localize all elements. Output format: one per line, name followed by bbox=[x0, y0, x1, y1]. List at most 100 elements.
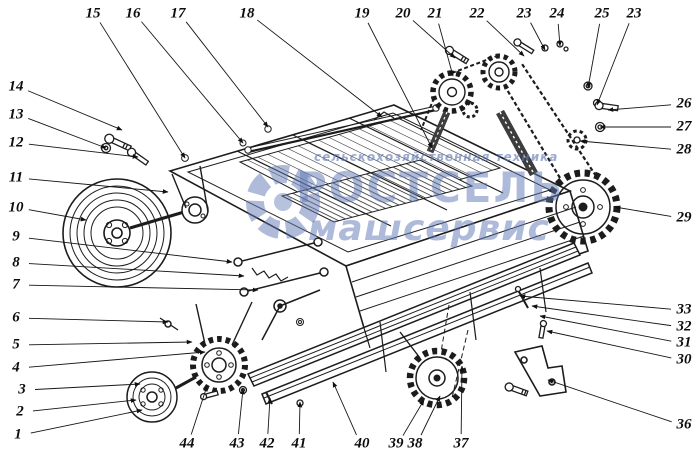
callout-label-23-11: 23 bbox=[626, 5, 642, 22]
callout-label-8-18: 8 bbox=[12, 254, 20, 271]
leader-line-33-30 bbox=[519, 294, 672, 310]
callout-label-14-12: 14 bbox=[8, 78, 24, 95]
callout-label-4-22: 4 bbox=[12, 359, 20, 376]
leader-line-40-39 bbox=[332, 381, 357, 436]
callout-label-31-32: 31 bbox=[676, 334, 692, 351]
callout-label-38-41: 38 bbox=[407, 435, 423, 452]
control-rod bbox=[181, 104, 440, 162]
leader-line-1-25 bbox=[30, 408, 143, 434]
callout-label-21-6: 21 bbox=[427, 5, 443, 22]
callout-label-17-2: 17 bbox=[170, 5, 186, 22]
callout-label-1-25: 1 bbox=[14, 426, 22, 443]
callout-label-36-34: 36 bbox=[676, 416, 692, 433]
leader-line-23-11 bbox=[596, 23, 630, 106]
callout-label-19-4: 19 bbox=[354, 5, 370, 22]
callout-label-28-28: 28 bbox=[676, 141, 692, 158]
callout-label-12-14: 12 bbox=[8, 134, 24, 151]
leader-line-12-14 bbox=[28, 143, 139, 159]
callout-label-40-39: 40 bbox=[354, 435, 370, 452]
leader-line-7-19 bbox=[28, 284, 259, 293]
bolt-icon bbox=[538, 319, 548, 339]
callout-label-29-29: 29 bbox=[676, 209, 692, 226]
callout-label-32-31: 32 bbox=[676, 318, 692, 335]
leader-line-29-29 bbox=[614, 205, 672, 217]
callout-label-44-35: 44 bbox=[179, 435, 195, 452]
callout-label-33-30: 33 bbox=[676, 301, 692, 318]
leader-line-11-15 bbox=[28, 178, 169, 194]
callout-label-11-15: 11 bbox=[8, 169, 24, 186]
toothed-disc bbox=[190, 301, 253, 394]
leader-line-41-38 bbox=[297, 401, 303, 435]
leader-line-25-10 bbox=[586, 23, 601, 89]
callout-label-41-38: 41 bbox=[291, 435, 307, 452]
callout-label-42-37: 42 bbox=[259, 435, 275, 452]
leader-line-44-35 bbox=[190, 385, 208, 435]
leader-line-43-36 bbox=[237, 388, 245, 435]
callout-label-18-3: 18 bbox=[239, 5, 255, 22]
leader-line-37-42 bbox=[459, 365, 465, 435]
callout-label-39-40: 39 bbox=[388, 435, 404, 452]
leader-line-39-40 bbox=[402, 399, 425, 436]
leader-line-31-32 bbox=[539, 314, 672, 342]
callout-label-7-19: 7 bbox=[12, 276, 20, 293]
callout-label-2-24: 2 bbox=[16, 403, 24, 420]
leader-line-19-4 bbox=[367, 22, 433, 149]
callout-label-9-17: 9 bbox=[12, 228, 20, 245]
leader-line-10-16 bbox=[28, 209, 87, 222]
callout-label-23-8: 23 bbox=[516, 5, 532, 22]
callout-label-10-16: 10 bbox=[8, 199, 24, 216]
callout-label-16-1: 16 bbox=[125, 5, 141, 22]
leader-line-26-26 bbox=[607, 104, 672, 112]
callout-label-22-7: 22 bbox=[469, 5, 485, 22]
leader-line-15-0 bbox=[99, 22, 186, 159]
tension-mechanism bbox=[159, 237, 329, 341]
leader-line-9-17 bbox=[28, 237, 233, 264]
leader-line-38-41 bbox=[420, 395, 441, 436]
bearing-bracket bbox=[171, 165, 209, 224]
callout-label-5-21: 5 bbox=[12, 336, 20, 353]
idler-pulley bbox=[126, 371, 197, 423]
callout-label-3-23: 3 bbox=[18, 381, 26, 398]
leader-line-32-31 bbox=[531, 304, 672, 327]
leader-line-8-18 bbox=[28, 263, 245, 279]
leader-line-2-24 bbox=[32, 398, 137, 412]
callout-label-24-9: 24 bbox=[549, 5, 565, 22]
leader-line-17-2 bbox=[185, 21, 269, 128]
leader-line-16-1 bbox=[141, 21, 244, 144]
leader-line-13-13 bbox=[28, 118, 107, 149]
drive-chain bbox=[426, 63, 597, 179]
leader-line-24-9 bbox=[557, 23, 562, 47]
leader-line-36-34 bbox=[547, 379, 672, 423]
callout-label-26-26: 26 bbox=[676, 95, 692, 112]
leader-line-14-12 bbox=[27, 90, 123, 131]
callout-label-13-13: 13 bbox=[8, 106, 24, 123]
callout-label-6-20: 6 bbox=[12, 309, 20, 326]
leader-line-30-33 bbox=[546, 329, 672, 359]
callout-label-20-5: 20 bbox=[395, 5, 411, 22]
leader-line-28-28 bbox=[579, 139, 672, 150]
callout-label-37-42: 37 bbox=[453, 435, 469, 452]
leader-line-5-21 bbox=[28, 339, 193, 346]
bolt-icon bbox=[504, 382, 529, 397]
leader-line-6-20 bbox=[28, 317, 169, 325]
front-panel bbox=[345, 189, 589, 330]
callout-label-15-0: 15 bbox=[85, 5, 101, 22]
leader-line-42-37 bbox=[267, 397, 273, 435]
leader-line-18-3 bbox=[257, 19, 383, 118]
leader-line-4-22 bbox=[28, 350, 206, 368]
upper-sprockets bbox=[420, 53, 518, 131]
callout-label-43-36: 43 bbox=[229, 435, 245, 452]
leader-line-3-23 bbox=[34, 381, 141, 390]
callout-label-30-33: 30 bbox=[676, 351, 692, 368]
leader-line-20-5 bbox=[412, 20, 456, 59]
bolt-icon bbox=[513, 38, 535, 55]
spring bbox=[251, 267, 289, 282]
lower-rails bbox=[246, 242, 593, 405]
callout-label-27-27: 27 bbox=[676, 118, 692, 135]
leader-line-23-8 bbox=[530, 22, 546, 51]
callout-label-25-10: 25 bbox=[594, 5, 610, 22]
